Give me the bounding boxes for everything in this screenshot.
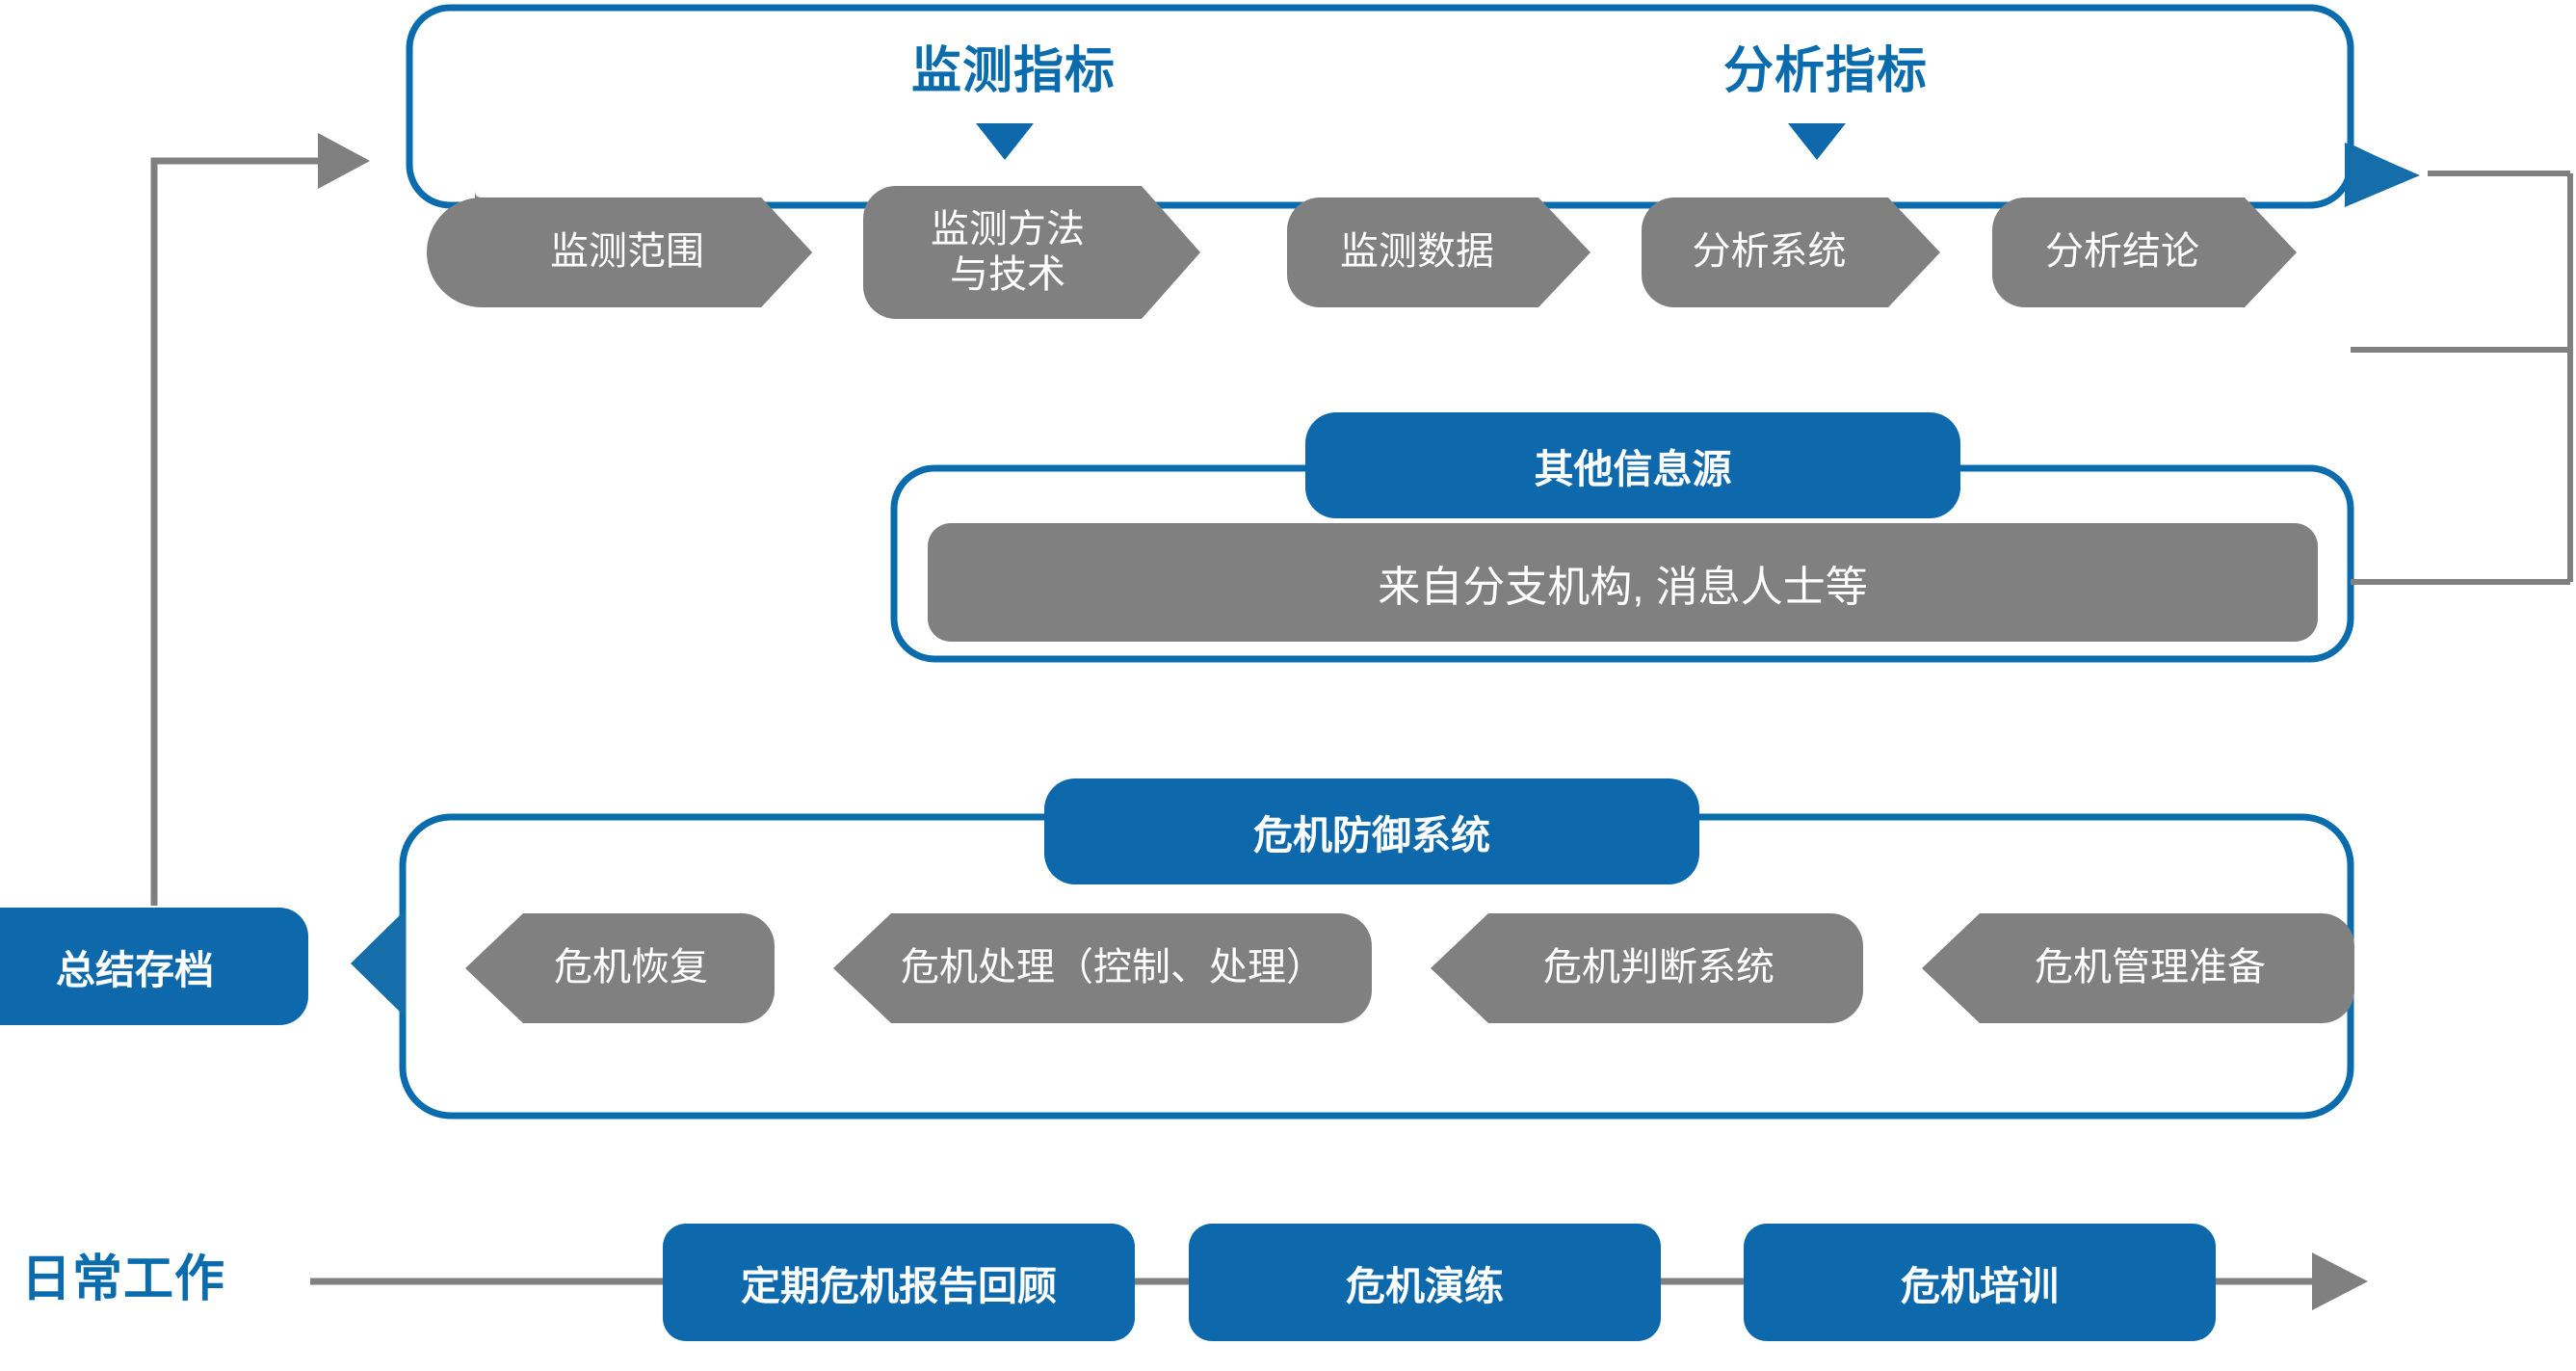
daily-work-title: 日常工作: [21, 1252, 226, 1307]
daily-box-shape-1: [663, 1224, 1135, 1341]
daily-item-report-review[interactable]: 定期危机报告回顾: [741, 1264, 1057, 1308]
chip-shape-2: [863, 186, 1200, 319]
archive-in-triangle-icon: [351, 910, 406, 1017]
daily-item-crisis-training[interactable]: 危机培训: [1901, 1264, 2059, 1308]
panel-header-other-info[interactable]: 其他信息源: [1534, 447, 1732, 491]
daily-box-shape-3: [1744, 1224, 2216, 1341]
chip-label-crisis-preparation[interactable]: 危机管理准备: [2035, 946, 2266, 989]
down-triangle-icon-analysis: [1788, 123, 1846, 160]
chip-left-shape-1: [465, 913, 775, 1023]
panel1-out-triangle: [2345, 143, 2420, 207]
chip-label-monitoring-data[interactable]: 监测数据: [1340, 230, 1494, 274]
feedback-loop-arrow-icon: [318, 133, 370, 189]
down-triangle-icon-monitoring: [976, 123, 1034, 160]
daily-flow-arrow-icon: [2312, 1252, 2368, 1310]
panel2-wide-bar-shape: [928, 523, 2318, 642]
panel-monitoring-outline: [406, 4, 2354, 209]
chip-left-shape-2: [833, 913, 1372, 1023]
chip-left-shape-3: [1431, 913, 1863, 1023]
chip-label-crisis-handling[interactable]: 危机处理（控制、处理）: [901, 946, 1325, 989]
chip-line-2: 与技术: [950, 253, 1065, 296]
chip-shape-3: [1287, 198, 1590, 307]
daily-item-crisis-drill[interactable]: 危机演练: [1346, 1264, 1504, 1308]
chip-line-1: 监测方法: [931, 207, 1085, 250]
summary-archive-label[interactable]: 总结存档: [56, 948, 214, 992]
chip-shape-5: [1992, 198, 2297, 307]
chip-shape-4: [1642, 198, 1940, 307]
summary-archive-shape: [0, 908, 308, 1025]
chip-label-monitoring-scope[interactable]: 监测范围: [550, 230, 704, 274]
chip-label-monitoring-methods[interactable]: 监测方法 与技术: [863, 186, 1152, 319]
panel3-header-shape: [1044, 778, 1699, 884]
chip-label-analysis-system[interactable]: 分析系统: [1692, 230, 1847, 274]
chip-shape-1: [483, 198, 812, 307]
section-title-monitoring: 监测指标: [911, 43, 1117, 99]
section-title-analysis: 分析指标: [1723, 43, 1929, 99]
chip-label-crisis-recovery[interactable]: 危机恢复: [554, 946, 708, 989]
feedback-loop-line: [150, 157, 318, 906]
chip-label-analysis-conclusion[interactable]: 分析结论: [2045, 230, 2199, 274]
daily-box-shape-2: [1189, 1224, 1661, 1341]
panel2-header-shape: [1305, 412, 1960, 518]
panel-header-crisis-defense[interactable]: 危机防御系统: [1253, 813, 1490, 857]
wide-bar-label-sources[interactable]: 来自分支机构, 消息人士等: [1378, 563, 1868, 611]
chip-label-crisis-judgement[interactable]: 危机判断系统: [1543, 946, 1774, 989]
chip-left-shape-4: [1922, 913, 2354, 1023]
